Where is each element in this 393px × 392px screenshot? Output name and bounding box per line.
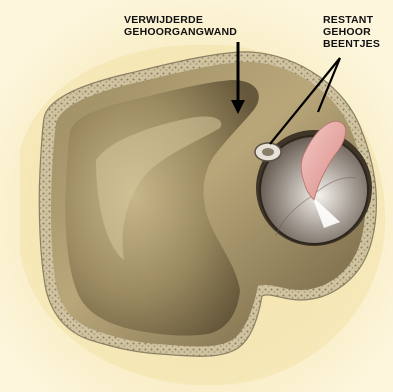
label-removed-wall-line2: GEHOORGANGWAND (124, 26, 237, 38)
label-removed-canal-wall: VERWIJDERDE GEHOORGANGWAND (124, 14, 237, 38)
label-removed-wall-line1: VERWIJDERDE (124, 14, 237, 26)
label-remnant-line1: RESTANT (323, 14, 380, 26)
stapes-center (262, 148, 274, 156)
label-remnant-line2: GEHOOR (323, 26, 380, 38)
label-ossicle-remnant: RESTANT GEHOOR BEENTJES (323, 14, 380, 50)
label-remnant-line3: BEENTJES (323, 38, 380, 50)
